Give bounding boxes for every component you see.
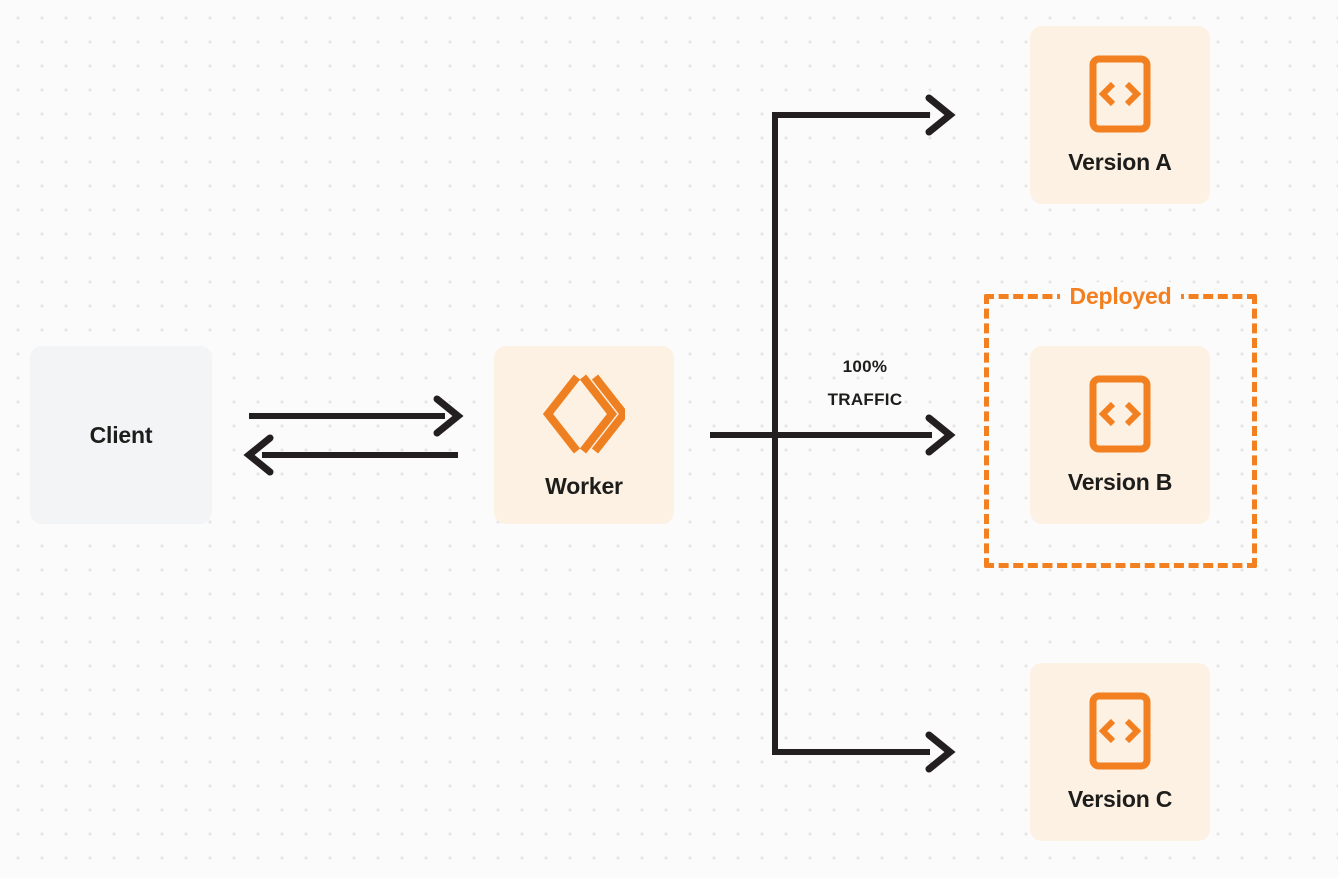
worker-label: Worker [545,472,623,499]
code-file-icon [1089,375,1151,453]
node-version-b[interactable]: Version B [1030,346,1210,524]
edge-worker-to-client [243,434,458,476]
cloudflare-workers-logo-icon [543,371,625,457]
edge-worker-to-version-a [772,94,956,136]
client-label: Client [89,421,153,448]
version-c-label: Version C [1067,785,1173,812]
edge-worker-to-version-c [772,731,956,773]
code-file-icon [1089,692,1151,770]
code-file-icon [1089,55,1151,133]
edge-worker-to-version-b [710,414,956,456]
traffic-percent: 100% [842,357,888,376]
version-b-label: Version B [1067,468,1173,495]
version-a-label: Version A [1068,148,1172,175]
node-version-a[interactable]: Version A [1030,26,1210,204]
node-version-c[interactable]: Version C [1030,663,1210,841]
deployed-group-label: Deployed [1059,282,1182,310]
edge-client-to-worker [249,395,464,437]
node-client[interactable]: Client [30,346,212,524]
node-worker[interactable]: Worker [494,346,674,524]
traffic-label: 100% TRAFFIC [790,350,940,416]
deployed-group: Deployed [984,282,1257,568]
traffic-word: TRAFFIC [827,390,903,409]
